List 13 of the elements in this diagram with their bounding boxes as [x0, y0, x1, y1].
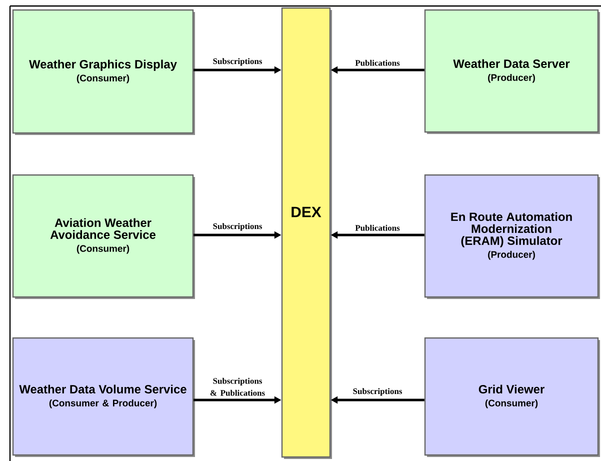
process-box: Aviation Weather Avoidance Service (Consumer)	[12, 174, 195, 299]
edge-label: Subscriptions & Publications	[210, 378, 265, 396]
edge-label: Subscriptions	[213, 58, 262, 66]
exchange-bar: DEX	[281, 7, 332, 459]
process-box: Weather Data Volume Service (Consumer & Producer)	[12, 337, 195, 457]
process-box: Grid Viewer (Consumer)	[424, 337, 600, 457]
edge-label: Publications	[355, 60, 400, 66]
process-box: Weather Graphics Display (Consumer)	[12, 9, 195, 135]
edge-label: Subscriptions	[213, 223, 262, 231]
process-box: Weather Data Server (Producer)	[424, 9, 600, 134]
process-box: En Route Automation Modernization (ERAM) Simulator (Producer)	[424, 174, 600, 299]
edge-label: Subscriptions	[353, 388, 402, 396]
edge-label: Publications	[355, 224, 400, 231]
